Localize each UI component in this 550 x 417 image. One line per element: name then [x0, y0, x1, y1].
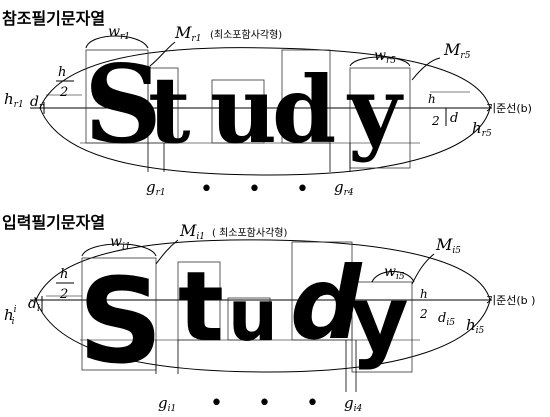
- reference-letter-y: y: [346, 56, 404, 164]
- input-h-i5-label: hi5: [466, 316, 485, 336]
- input-dots: • • •: [210, 391, 333, 416]
- input-m-i5-label: Mi5: [435, 235, 461, 256]
- input-m-i1-label: Mi1: [179, 221, 205, 242]
- reference-m-r1-label: Mr1: [174, 23, 201, 44]
- reference-w-r1-brace: [85, 35, 149, 49]
- reference-letter-S: S: [84, 42, 162, 168]
- reference-w-r1-label: wr1: [108, 24, 130, 42]
- reference-d-r-label: dr: [30, 94, 44, 112]
- input-title: 입력필기문자열: [2, 213, 105, 232]
- reference-box-u: [211, 79, 265, 144]
- input-m-i1-pointer: [155, 239, 179, 265]
- reference-w-r5-label: wr5: [374, 48, 396, 66]
- reference-h-right: h: [428, 92, 436, 106]
- input-letter-t: t: [178, 251, 224, 363]
- input-w-i5-label: wi5: [384, 264, 405, 282]
- input-letter-y: y: [350, 267, 409, 372]
- reference-title: 참조필기문자열: [2, 9, 105, 28]
- input-box-u: [227, 297, 271, 341]
- input-w-i5-brace: [371, 271, 415, 283]
- input-box-y: [351, 281, 413, 373]
- reference-box-d: [281, 49, 331, 144]
- reference-box-y: [349, 67, 411, 169]
- reference-box-t: [147, 67, 179, 144]
- input-letter-u: u: [228, 275, 278, 357]
- reference-d-right: d: [450, 111, 458, 126]
- input-d-i-label: di: [28, 296, 40, 314]
- input-baseline-label: 기준선(b ): [486, 294, 535, 307]
- input-w-i1-label: wi1: [110, 234, 131, 252]
- input-box-S: [81, 257, 157, 371]
- reference-h-frac-num: h: [58, 65, 66, 80]
- reference-h-r1-label: hr1: [4, 90, 24, 110]
- input-box-t: [177, 261, 221, 341]
- reference-g-r4-label: gr4: [334, 178, 354, 198]
- input-g-i4-label: gi4: [344, 394, 362, 414]
- reference-g-r1-label: gr1: [146, 178, 166, 198]
- input-two-right: 2: [419, 307, 428, 321]
- reference-letter-t: t: [148, 56, 191, 164]
- reference-h-r5-label: hr5: [472, 119, 492, 139]
- reference-frac-den: 2: [59, 85, 68, 100]
- input-frac-den: 2: [59, 287, 68, 302]
- reference-w-r5-brace: [349, 56, 411, 67]
- input-h-frac-num: h: [60, 267, 68, 282]
- reference-letter-d: d: [272, 56, 336, 164]
- reference-baseline-label: 기준선(b): [486, 102, 532, 115]
- reference-m-r1-note: (최소포함사각형): [210, 29, 282, 41]
- input-m-i1-note: ( 최소포함사각형): [212, 227, 287, 239]
- input-m-i5-pointer: [411, 253, 435, 285]
- reference-m-r5-pointer: [411, 57, 441, 81]
- reference-m-r1-pointer: [149, 41, 176, 67]
- reference-letter-u: u: [210, 56, 277, 164]
- input-h-right: h: [420, 287, 428, 301]
- input-w-i1-brace: [81, 243, 157, 257]
- reference-two-right: 2: [431, 114, 440, 128]
- input-g-i1-label: gi1: [158, 394, 176, 414]
- input-letter-S: S: [78, 252, 163, 390]
- reference-m-r5-label: Mr5: [443, 40, 471, 61]
- reference-dots: • • •: [200, 177, 323, 202]
- input-letter-d: d: [290, 245, 363, 362]
- input-d-i5-label: di5: [438, 311, 455, 328]
